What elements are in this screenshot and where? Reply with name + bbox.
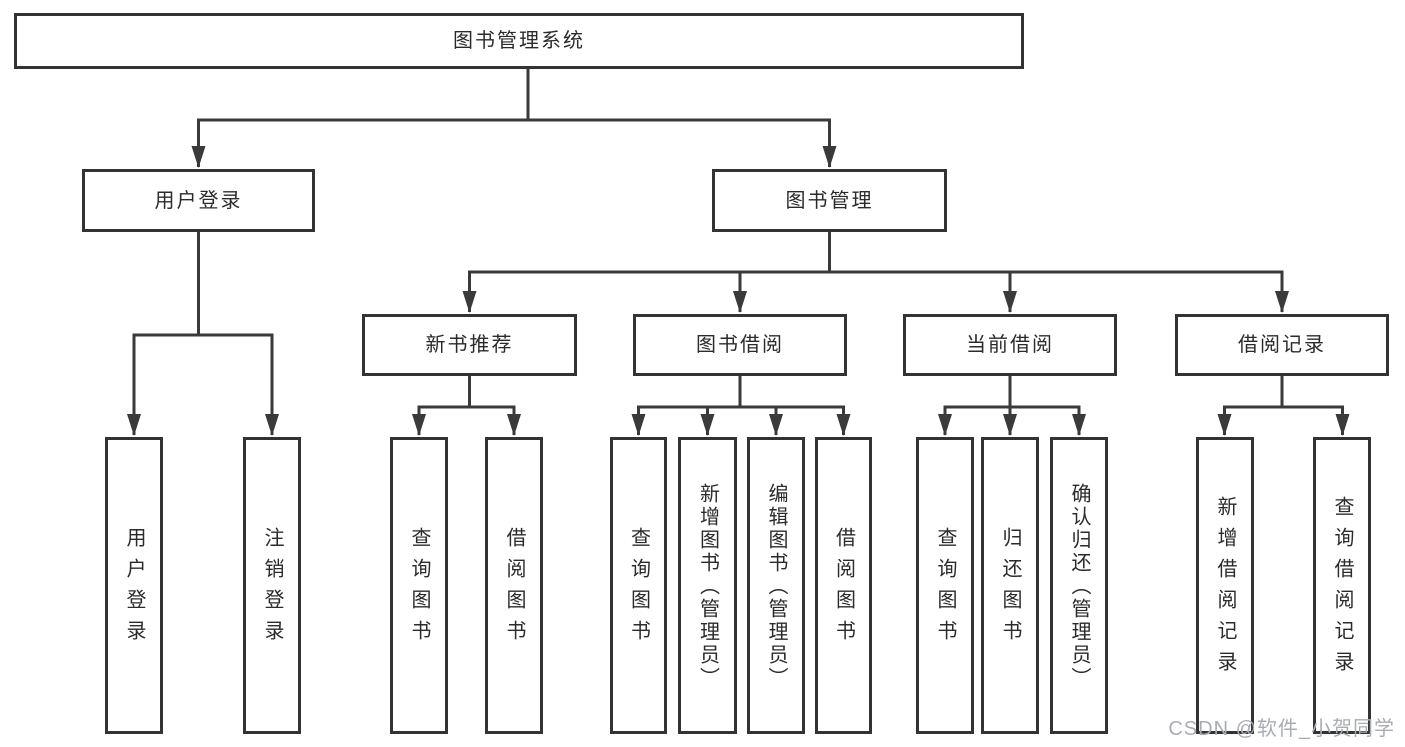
node-new-book-recommend: 新书推荐	[362, 314, 577, 376]
node-label: 用户登录	[154, 189, 243, 212]
node-label: 注销登录	[261, 526, 283, 651]
leaf-confirm-return-admin: 确认归还（管理员）	[1050, 437, 1108, 734]
node-label: 图书管理	[785, 189, 874, 212]
leaf-add-book-admin: 新增图书（管理员）	[678, 437, 737, 734]
leaf-user-login: 用户登录	[105, 437, 163, 734]
node-user-login: 用户登录	[82, 169, 315, 232]
leaf-query-borrow-record: 查询借阅记录	[1313, 437, 1371, 734]
node-label: 查询图书	[627, 526, 650, 651]
leaf-return-books: 归还图书	[981, 437, 1039, 734]
node-book-management: 图书管理	[712, 169, 947, 232]
node-label: 查询图书	[408, 526, 430, 651]
leaf-query-books-1: 查询图书	[390, 437, 448, 734]
node-label: 查询图书	[934, 526, 956, 651]
node-label: 图书借阅	[696, 334, 784, 356]
node-label: 借阅图书	[503, 526, 525, 651]
leaf-query-books-2: 查询图书	[610, 437, 667, 734]
node-root: 图书管理系统	[14, 13, 1024, 69]
node-label: 借阅图书	[832, 526, 855, 651]
node-label: 新书推荐	[425, 334, 514, 356]
node-label: 用户登录	[123, 526, 145, 651]
csdn-watermark: CSDN @软件_小贺同学	[1168, 718, 1395, 740]
node-label: 借阅记录	[1238, 334, 1326, 356]
node-book-borrow: 图书借阅	[633, 314, 847, 376]
leaf-logout: 注销登录	[243, 437, 301, 734]
leaf-borrow-books-2: 借阅图书	[815, 437, 872, 734]
leaf-query-books-3: 查询图书	[916, 437, 974, 734]
node-label: 归还图书	[999, 526, 1021, 651]
node-current-borrow: 当前借阅	[903, 314, 1117, 376]
node-label: 当前借阅	[966, 334, 1054, 356]
node-label: 新增图书（管理员）	[696, 483, 719, 690]
leaf-borrow-books-1: 借阅图书	[485, 437, 543, 734]
node-label: 编辑图书（管理员）	[765, 483, 787, 690]
node-label: 确认归还（管理员）	[1068, 483, 1090, 690]
node-borrow-records: 借阅记录	[1175, 314, 1389, 376]
node-label: 图书管理系统	[453, 30, 585, 52]
leaf-add-borrow-record: 新增借阅记录	[1196, 437, 1254, 734]
leaf-edit-book-admin: 编辑图书（管理员）	[747, 437, 805, 734]
node-label: 查询借阅记录	[1331, 495, 1353, 682]
node-label: 新增借阅记录	[1214, 495, 1236, 682]
